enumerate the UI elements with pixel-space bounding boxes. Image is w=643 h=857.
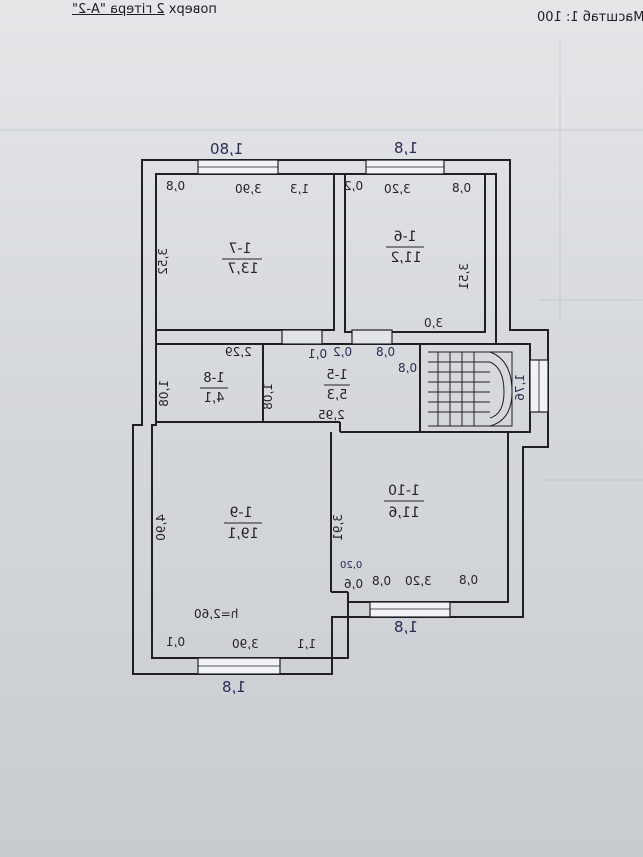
r16-height: 3,51: [457, 263, 471, 290]
window-bottom-right: [369, 601, 451, 618]
stair-c: 0,8: [376, 345, 395, 359]
r17-height: 3,52: [156, 248, 170, 275]
r110-right-b: 0,8: [459, 573, 478, 587]
door-opening-b: [351, 329, 393, 345]
dim-bottom-right: 1,8: [394, 618, 418, 636]
stair-d: 0,8: [398, 361, 417, 375]
r17-left: 0,8: [166, 179, 185, 193]
r110-width: 3,20: [405, 574, 432, 588]
r16-right: 0,8: [452, 181, 471, 195]
door-opening-a: [281, 329, 323, 345]
r19-h: h=2,60: [194, 607, 238, 621]
r19-left: 0,1: [166, 635, 185, 649]
r15-width: 2,95: [318, 408, 345, 422]
dim-top-right: 1,8: [394, 139, 418, 157]
stair-a: 0,1: [308, 347, 327, 361]
stair-b: 0,2: [333, 345, 352, 359]
room-1-10-area: 11,6: [388, 505, 419, 521]
room-1-5-number: 1-5: [326, 368, 347, 383]
r15-height: 1,08: [261, 383, 275, 410]
outer-wall-outer: [132, 159, 549, 675]
dim-top-left: 1,80: [210, 140, 243, 158]
r110-left: 0,6: [344, 577, 363, 591]
stair-e: 1,76: [513, 374, 527, 401]
room-1-9-number: 1-9: [230, 505, 253, 521]
room-1-8-area: 4,1: [204, 391, 225, 406]
room-1-5-area: 5,3: [327, 388, 348, 403]
room-1-7-number: 1-7: [229, 241, 252, 257]
room-1-10-number: 1-10: [388, 483, 420, 499]
staircase: [428, 351, 513, 427]
r17-width: 3,90: [235, 182, 262, 196]
r18-height: 1,08: [157, 380, 171, 407]
r16-left: 0,2: [344, 179, 363, 193]
room-1-9-area: 19,1: [227, 526, 258, 542]
dim-bottom-left: 1,8: [222, 678, 246, 696]
room-1-8-number: 1-8: [203, 371, 224, 386]
r110-height: 3,91: [331, 514, 345, 541]
r18-width: 2,29: [225, 345, 252, 359]
r110-note: 0,20: [340, 560, 362, 571]
r19-right: 1,1: [297, 637, 316, 651]
r16-bottom: 3,0: [424, 316, 443, 330]
r19-height: 4,90: [154, 514, 168, 541]
r19-width: 3,90: [232, 637, 259, 651]
r16-width: 3,20: [384, 182, 411, 196]
room-1-7-area: 13,7: [227, 261, 258, 277]
room-1-6-number: 1-6: [394, 229, 417, 245]
r110-right: 0,8: [372, 574, 391, 588]
room-1-6-area: 11,2: [390, 250, 421, 266]
r17-right: 1,3: [290, 182, 309, 196]
